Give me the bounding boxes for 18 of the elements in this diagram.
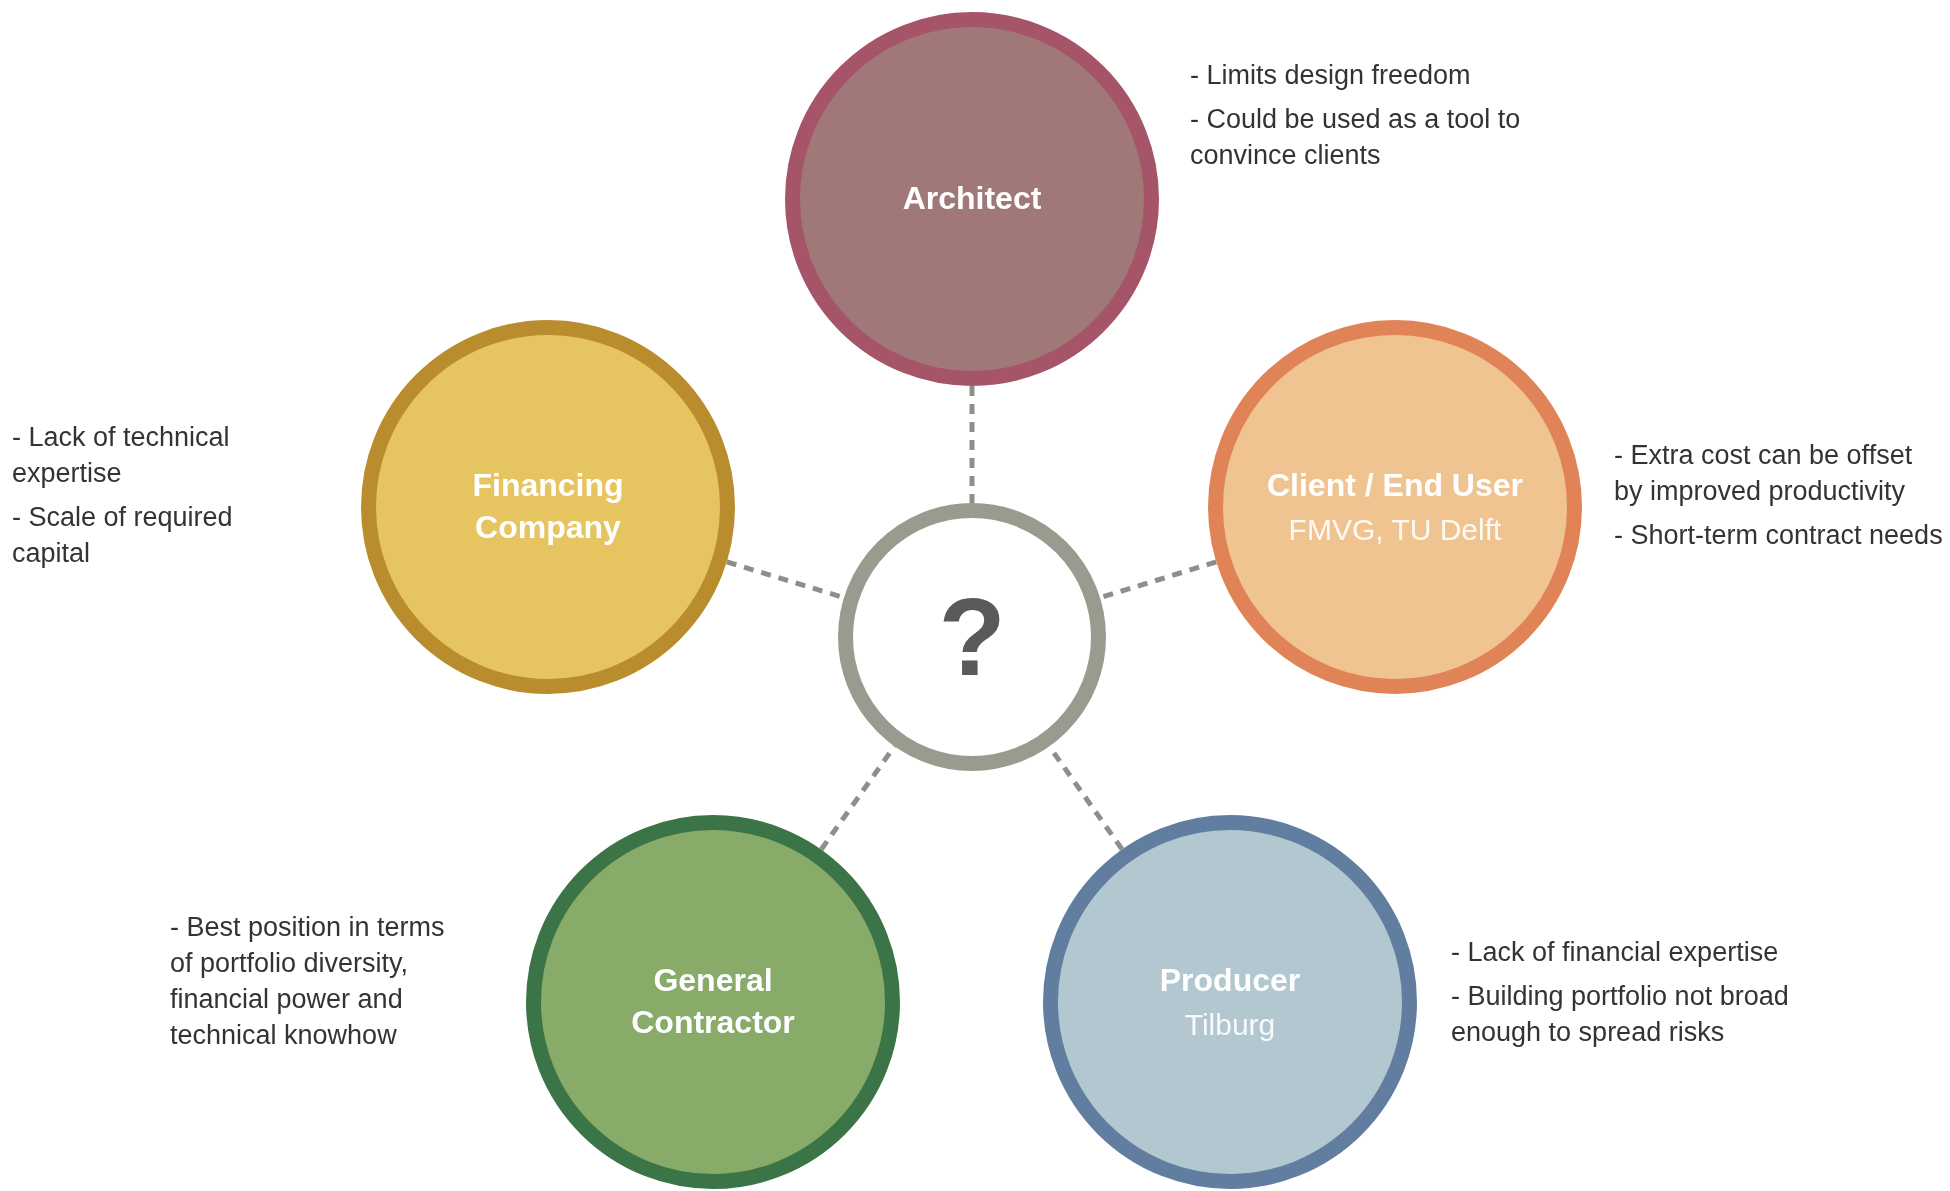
note-text: - Could be used as a tool to convince clients <box>1190 102 1522 172</box>
role-subtitle: Tilburg <box>1184 1007 1276 1044</box>
note-text: - Limits design freedom <box>1190 59 1472 92</box>
note-text: - Building portfolio not broad enough to spread risks <box>1451 979 1790 1049</box>
dashed-connector <box>969 386 975 503</box>
note-text: - Lack of technical expertise <box>12 421 231 490</box>
role-title: Client / End User <box>1266 465 1523 505</box>
note-text: - Short-term contract needs <box>1614 518 1944 552</box>
role-title: Architect <box>902 179 1042 219</box>
role-title: Financing Company <box>471 466 625 547</box>
note-text: - Best position in terms of portfolio diversity, financial power and technical knowhow <box>170 911 446 1052</box>
role-title: Producer <box>1159 960 1301 1000</box>
note-text: - Scale of required capital <box>12 500 234 570</box>
question-mark: ? <box>938 582 1006 692</box>
note-text: - Extra cost can be offset by improved productivity <box>1614 439 1914 508</box>
role-subtitle: FMVG, TU Delft <box>1288 512 1502 549</box>
role-title: General Contractor <box>630 961 796 1042</box>
note-text: - Lack of financial expertise <box>1451 936 1780 969</box>
